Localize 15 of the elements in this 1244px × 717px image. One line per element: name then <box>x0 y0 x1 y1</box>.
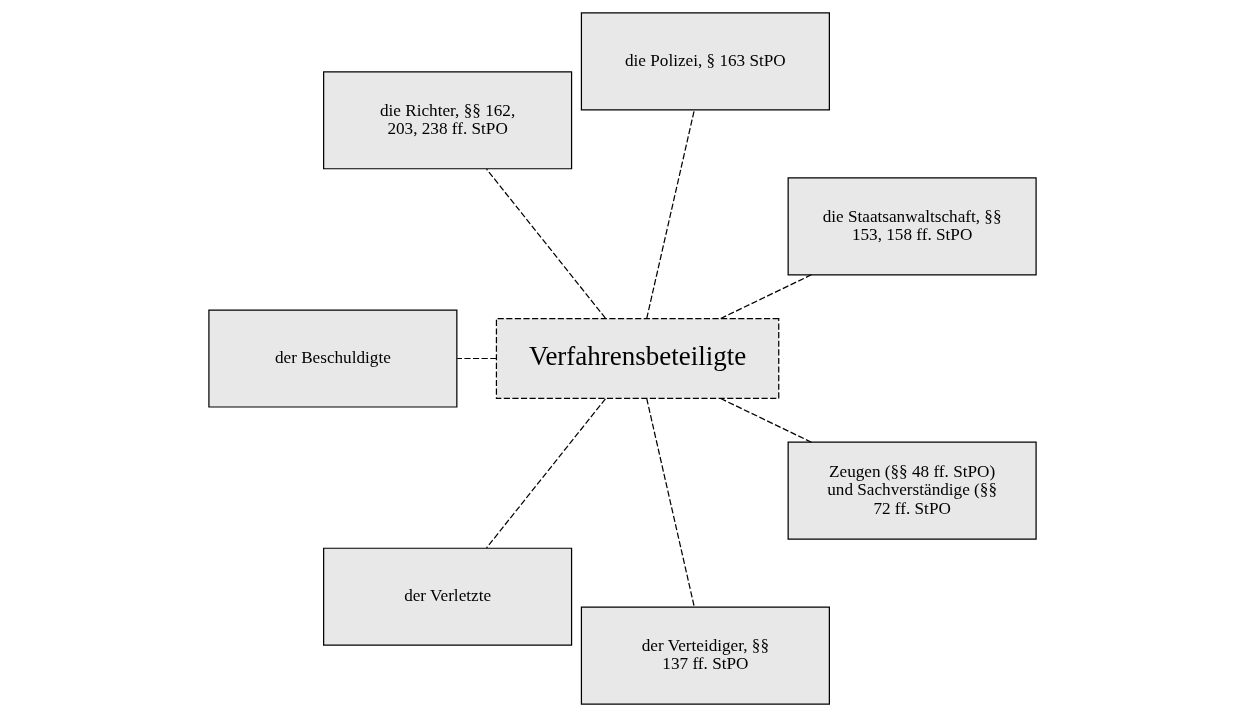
node-box: die Richter, §§ 162, 203, 238 ff. StPO <box>322 71 572 170</box>
connector <box>485 168 606 319</box>
node-box: der Beschuldigte <box>207 309 457 408</box>
connector <box>485 398 606 549</box>
node-box: der Verteidiger, §§ 137 ff. StPO <box>580 606 830 705</box>
node-box: die Polizei, § 163 StPO <box>580 12 830 111</box>
node-box: der Verletzte <box>322 547 572 646</box>
connector <box>645 109 695 320</box>
node-box: Verfahrensbeteiligte <box>495 318 779 399</box>
connector <box>719 274 812 320</box>
node-box: Zeugen (§§ 48 ff. StPO) und Sachverständige (§§ 72 ff. StPO <box>787 441 1037 540</box>
connector <box>456 357 497 360</box>
connector <box>719 397 812 443</box>
connector <box>645 397 695 608</box>
node-box: die Staatsanwaltschaft, §§ 153, 158 ff. StPO <box>787 177 1037 276</box>
